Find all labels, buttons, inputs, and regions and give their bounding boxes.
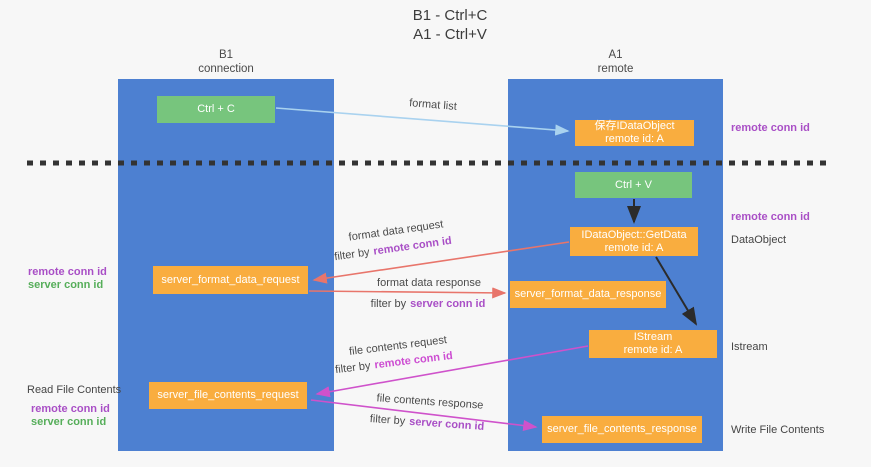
- filter-value-4: server conn id: [408, 415, 485, 433]
- node-server-format-data-request: server_format_data_request: [153, 266, 308, 294]
- label-file-contents-response: file contents response: [376, 392, 484, 412]
- label-format-data-response: format data response: [377, 277, 481, 289]
- filter-prefix-4: filter by: [369, 413, 406, 428]
- node-ctrl-c: Ctrl + C: [157, 96, 275, 123]
- server-format-data-response-label: server_format_data_response: [514, 288, 662, 300]
- save-idataobject-line2: remote id: A: [605, 133, 664, 145]
- left-label-server-conn-id-1: server conn id: [28, 279, 104, 291]
- node-idataobject-getdata: IDataObject::GetData remote id: A: [570, 227, 698, 256]
- ctrl-c-label: Ctrl + C: [197, 103, 235, 115]
- getdata-line2: remote id: A: [604, 241, 664, 254]
- node-ctrl-v: Ctrl + V: [575, 172, 692, 198]
- right-label-istream: Istream: [731, 341, 768, 353]
- title-line-1: B1 - Ctrl+C: [412, 7, 488, 24]
- left-label-server-conn-id-2: server conn id: [31, 416, 107, 428]
- save-idataobject-line1: 保存IDataObject: [594, 120, 675, 132]
- lane-b1-name: B1: [218, 49, 234, 61]
- right-label-remote-conn-id-1: remote conn id: [731, 122, 810, 134]
- right-label-remote-conn-id-2: remote conn id: [731, 211, 810, 223]
- node-istream: IStream remote id: A: [589, 330, 717, 358]
- server-format-data-request-label: server_format_data_request: [161, 273, 300, 286]
- left-label-remote-conn-id-1: remote conn id: [28, 266, 107, 278]
- filter-prefix-3: filter by: [334, 359, 372, 377]
- node-server-file-contents-response: server_file_contents_response: [542, 416, 702, 443]
- node-server-file-contents-request: server_file_contents_request: [149, 382, 307, 409]
- right-label-dataobject: DataObject: [731, 234, 787, 246]
- server-file-contents-response-label: server_file_contents_response: [547, 423, 697, 435]
- istream-line1: IStream: [633, 331, 673, 343]
- label-format-list: format list: [408, 97, 458, 113]
- server-file-contents-request-label: server_file_contents_request: [157, 389, 299, 401]
- lane-b1-role: connection: [198, 63, 254, 75]
- right-label-write-file-contents: Write File Contents: [731, 424, 825, 436]
- filter-value-2: server conn id: [410, 298, 486, 310]
- diagram-title: B1 - Ctrl+C A1 - Ctrl+V: [330, 6, 570, 44]
- filter-prefix-2: filter by: [370, 298, 407, 310]
- lane-header-a1: A1 remote: [508, 48, 723, 76]
- left-label-remote-conn-id-2: remote conn id: [31, 403, 110, 415]
- lane-header-b1: B1 connection: [118, 48, 334, 76]
- getdata-line1: IDataObject::GetData: [581, 228, 687, 241]
- left-label-read-file-contents: Read File Contents: [27, 384, 122, 396]
- lane-a1-role: remote: [597, 63, 634, 75]
- filter-prefix-1: filter by: [333, 246, 371, 264]
- arrow-format-data-response: [308, 287, 507, 299]
- node-server-format-data-response: server_format_data_response: [510, 281, 666, 308]
- node-save-idataobject: 保存IDataObject remote id: A: [575, 120, 694, 146]
- ctrl-v-label: Ctrl + V: [615, 178, 652, 191]
- lane-a1-name: A1: [608, 49, 623, 61]
- istream-line2: remote id: A: [623, 344, 683, 356]
- title-line-2: A1 - Ctrl+V: [413, 26, 487, 43]
